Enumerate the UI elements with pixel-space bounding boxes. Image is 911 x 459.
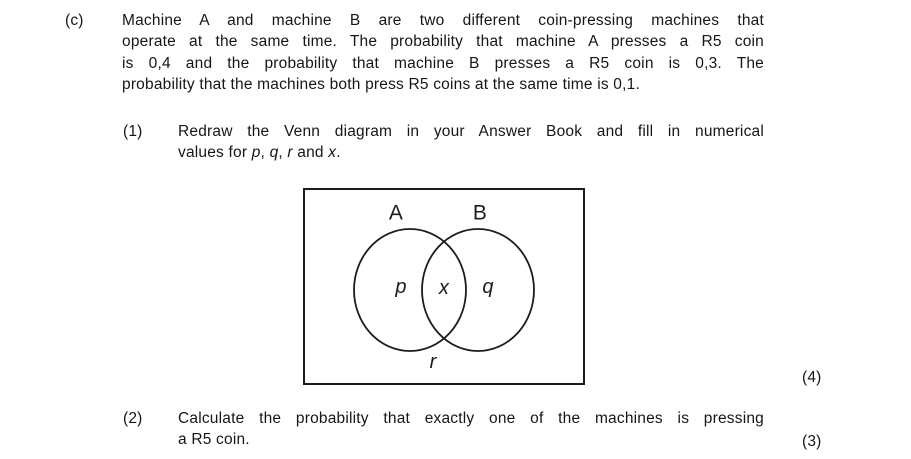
region-a-only-label: p bbox=[395, 276, 407, 298]
sub-question-2-text: Calculate the probability that exactly o… bbox=[178, 408, 764, 451]
set-a-circle bbox=[353, 228, 467, 352]
sub-question-2-marks: (3) bbox=[802, 433, 822, 450]
sub-question-1-text: Redraw the Venn diagram in your Answer B… bbox=[178, 121, 764, 164]
venn-diagram-canvas bbox=[303, 188, 585, 385]
set-b-circle bbox=[421, 228, 535, 352]
question-c-line-1: Machine A and machine B are two differen… bbox=[122, 12, 764, 29]
sub1-suffix: . bbox=[336, 144, 341, 162]
sub-question-1-line-2: values for p, q, r and x. bbox=[178, 142, 764, 163]
sub-question-1-label: (1) bbox=[123, 123, 143, 140]
question-c-label: (c) bbox=[65, 12, 84, 29]
sub-question-2-line-2: a R5 coin. bbox=[178, 431, 250, 449]
region-outside-label: r bbox=[429, 351, 437, 373]
variable-r: r bbox=[287, 144, 293, 162]
question-c-text: Machine A and machine B are two differen… bbox=[122, 10, 764, 95]
set-a-label: A bbox=[388, 201, 404, 225]
variable-p: p bbox=[251, 144, 261, 162]
sub-question-1-marks: (4) bbox=[802, 369, 822, 386]
sample-space-rectangle bbox=[303, 188, 585, 385]
sub-question-2-label: (2) bbox=[123, 410, 143, 427]
set-b-label: B bbox=[472, 201, 488, 225]
question-c-line-2: operate at the same time. The probabilit… bbox=[122, 33, 764, 51]
question-c-line-3: is 0,4 and the probability that machine … bbox=[122, 54, 764, 72]
region-b-only-label: q bbox=[482, 276, 494, 298]
sub-question-2-line-1: Calculate the probability that exactly o… bbox=[178, 410, 764, 427]
sub-question-1-line-1: Redraw the Venn diagram in your Answer B… bbox=[178, 123, 764, 140]
sub1-sep1: , bbox=[260, 144, 270, 162]
variable-x: x bbox=[328, 144, 337, 162]
region-intersection-label: x bbox=[438, 277, 450, 299]
question-c-line-4: probability that the machines both press… bbox=[122, 75, 640, 93]
venn-diagram: A B p x q r bbox=[303, 188, 585, 385]
sub1-sep2: , bbox=[278, 144, 288, 162]
sub1-sep3: and bbox=[292, 144, 329, 162]
sub1-prefix: values for bbox=[178, 144, 252, 162]
variable-q: q bbox=[269, 144, 279, 162]
